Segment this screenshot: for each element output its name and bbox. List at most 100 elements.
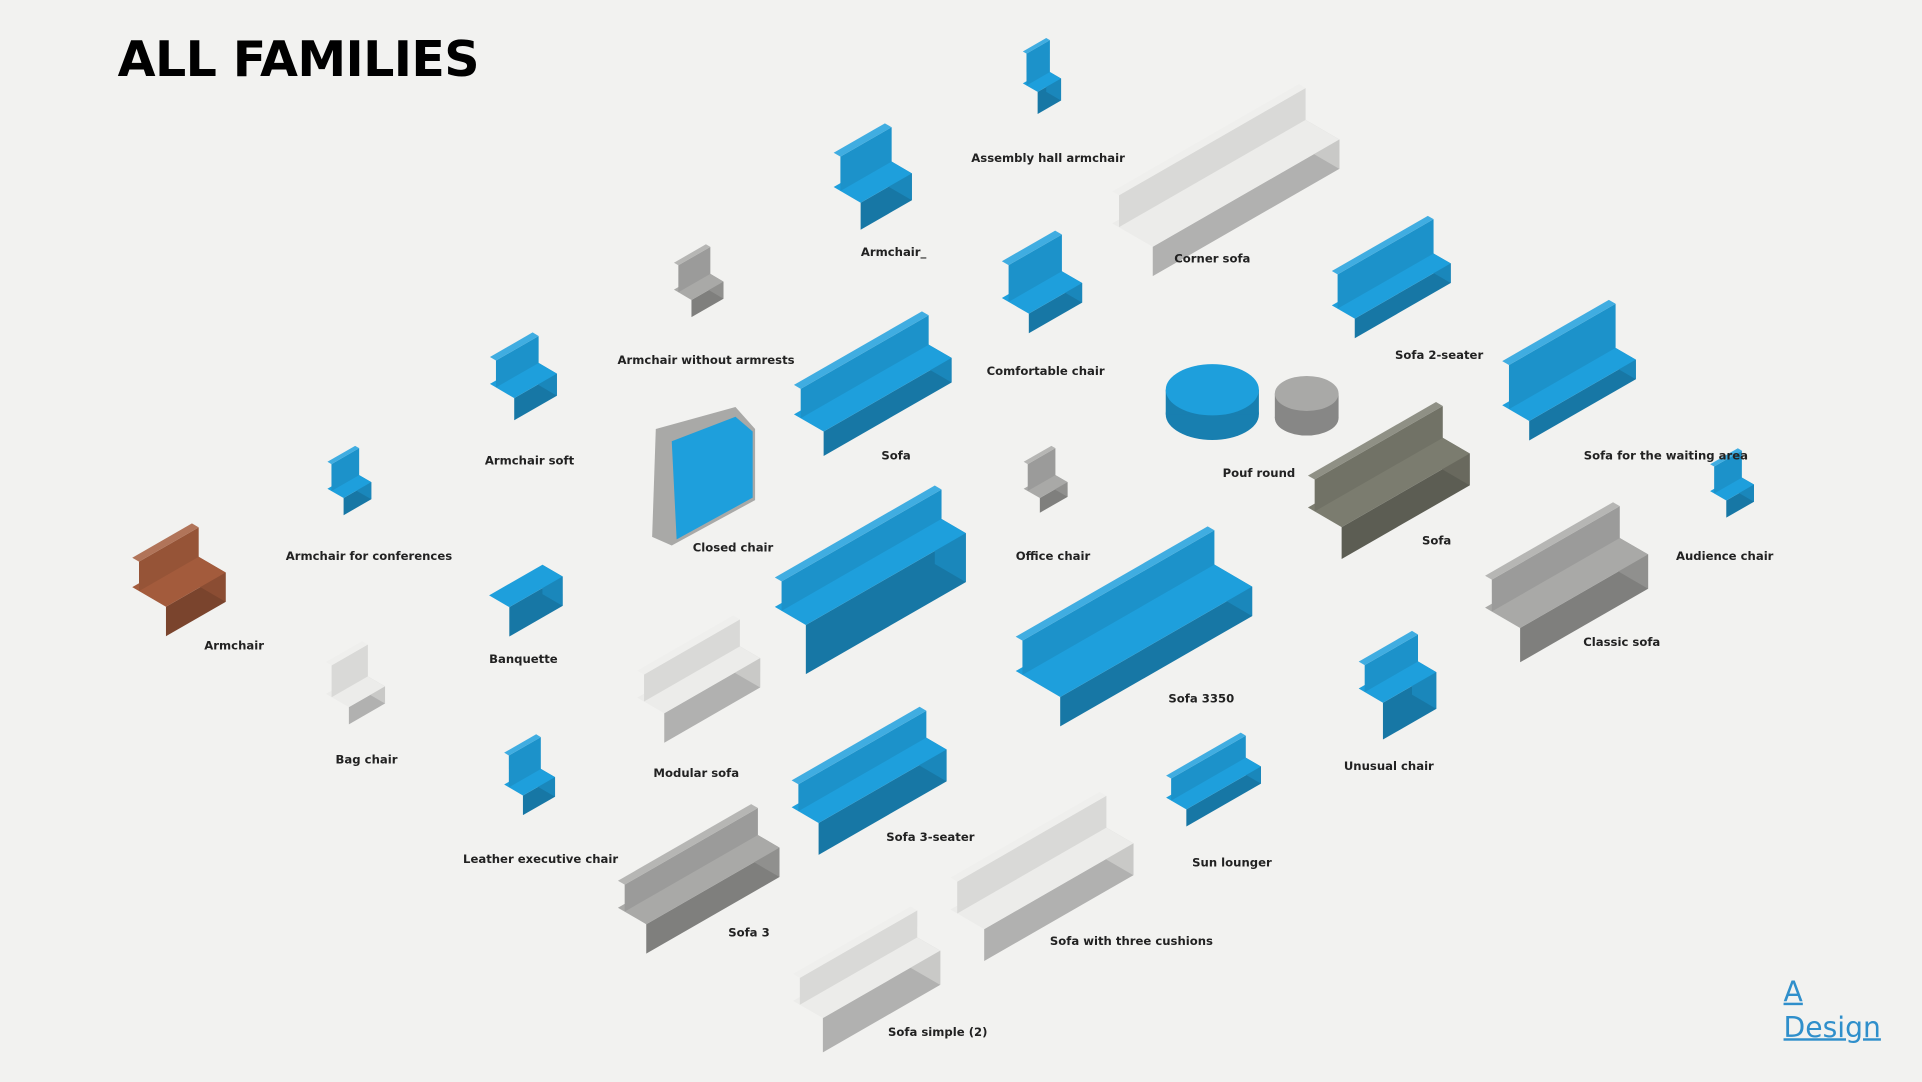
family-label: Sofa with three cushions [1049, 935, 1213, 949]
family-label: Office chair [1015, 550, 1091, 564]
logo-line-1: A [1783, 976, 1803, 1009]
family-label: Sofa 2-seater [1394, 349, 1484, 363]
backrest [957, 795, 1107, 914]
furniture-sofa-for-the-waiting-area [1502, 299, 1636, 441]
family-label: Armchair [204, 639, 264, 654]
backrest-top [325, 641, 368, 666]
backrest-top [1485, 502, 1620, 580]
front-face [805, 533, 966, 675]
backrest-top [327, 445, 360, 465]
furniture-office-chair [1023, 445, 1068, 513]
backrest [678, 246, 711, 293]
furniture-unlabeled-sofa [774, 485, 966, 675]
furniture-sofa [1307, 402, 1470, 559]
logo: A Design [1784, 976, 1881, 1047]
backrest [1491, 506, 1620, 612]
family-label: Modular sofa [653, 767, 740, 781]
backrest-top [489, 332, 539, 361]
backrest-top [637, 615, 740, 675]
backrest [331, 448, 360, 492]
furniture-armchair- [833, 123, 912, 230]
backrest [1337, 219, 1434, 309]
furniture-banquette [489, 564, 563, 637]
furniture-corner-sofa [1112, 84, 1340, 277]
family-label: Sofa 3-seater [886, 831, 975, 845]
backrest-top [950, 791, 1107, 882]
backrest-top [1015, 526, 1215, 641]
seat-face [1358, 657, 1437, 703]
seat-face [504, 766, 556, 796]
seat-face [637, 642, 761, 714]
front-face [1152, 139, 1340, 277]
seat-face [1023, 472, 1068, 499]
backrest-top [1023, 445, 1056, 465]
family-label: Sun lounger [1192, 856, 1272, 871]
furniture-sofa-3 [617, 804, 780, 954]
backrest [799, 910, 918, 1005]
front-face [984, 843, 1134, 962]
family-label: Sofa [1421, 534, 1452, 548]
backrest-top [1358, 630, 1419, 666]
family-label: Bag chair [335, 753, 398, 768]
front-face [1186, 766, 1261, 827]
seat-face [793, 933, 941, 1019]
logo-line-2: Design [1783, 1012, 1881, 1045]
backrest [1314, 405, 1443, 512]
backrest-top [793, 906, 918, 978]
backrest [644, 619, 740, 702]
backrest [1119, 88, 1306, 228]
seat-face [774, 514, 966, 626]
seat-face [325, 673, 386, 708]
backrest-top [504, 734, 541, 756]
backrest-top [1710, 448, 1742, 467]
family-label: Armchair_ [860, 246, 927, 260]
backrest [1022, 530, 1215, 675]
seat-face [1001, 267, 1083, 314]
furniture-leather-executive-chair [504, 734, 556, 816]
backrest [508, 737, 541, 788]
seat-face [950, 823, 1134, 930]
backrest-top [1331, 215, 1434, 275]
front-face [1028, 283, 1083, 334]
front-face [1341, 453, 1470, 559]
furniture-sofa-3-seater [791, 706, 947, 855]
front-face [823, 357, 952, 456]
backrest [1171, 735, 1246, 801]
furniture-sun-lounger [1166, 732, 1261, 827]
front-face [1529, 359, 1636, 441]
family-label: Audience chair [1675, 550, 1774, 564]
seat-face [1502, 343, 1636, 421]
family-label: Sofa for the waiting area [1583, 449, 1748, 464]
furniture-sofa-simple-2- [793, 906, 941, 1053]
seat-face [1015, 560, 1253, 697]
family-label: Sofa [881, 449, 911, 464]
seat-face [791, 733, 947, 824]
front-face [1520, 554, 1649, 663]
pouf-large-part [1165, 364, 1259, 416]
backrest-top [1307, 402, 1443, 480]
furniture-audience-chair [1710, 448, 1754, 518]
furniture-sofa-with-three-cushions [950, 791, 1134, 962]
furniture-pouf-round [1165, 364, 1339, 440]
backrest [781, 489, 942, 611]
backrest [1364, 634, 1419, 693]
family-label: Armchair without armrests [617, 354, 795, 368]
page-title: ALL FAMILIES [117, 31, 480, 89]
seat-face [1166, 754, 1261, 810]
family-label: Assembly hall armchair [971, 151, 1125, 166]
furniture-bag-chair [325, 641, 386, 725]
backrest-top [673, 244, 711, 266]
backrest-top [1001, 230, 1062, 266]
furniture-sofa-2-seater [1331, 215, 1451, 339]
backrest-top [1166, 732, 1246, 779]
backrest [800, 315, 929, 419]
furniture-armchair-without-armrests [673, 244, 724, 318]
backrest-top [791, 706, 927, 785]
seat-face [793, 340, 952, 432]
family-label: Banquette [489, 653, 558, 667]
seat-face [1331, 250, 1451, 319]
backrest [331, 644, 368, 698]
backrest [1508, 303, 1616, 410]
seat-face [1710, 475, 1754, 501]
